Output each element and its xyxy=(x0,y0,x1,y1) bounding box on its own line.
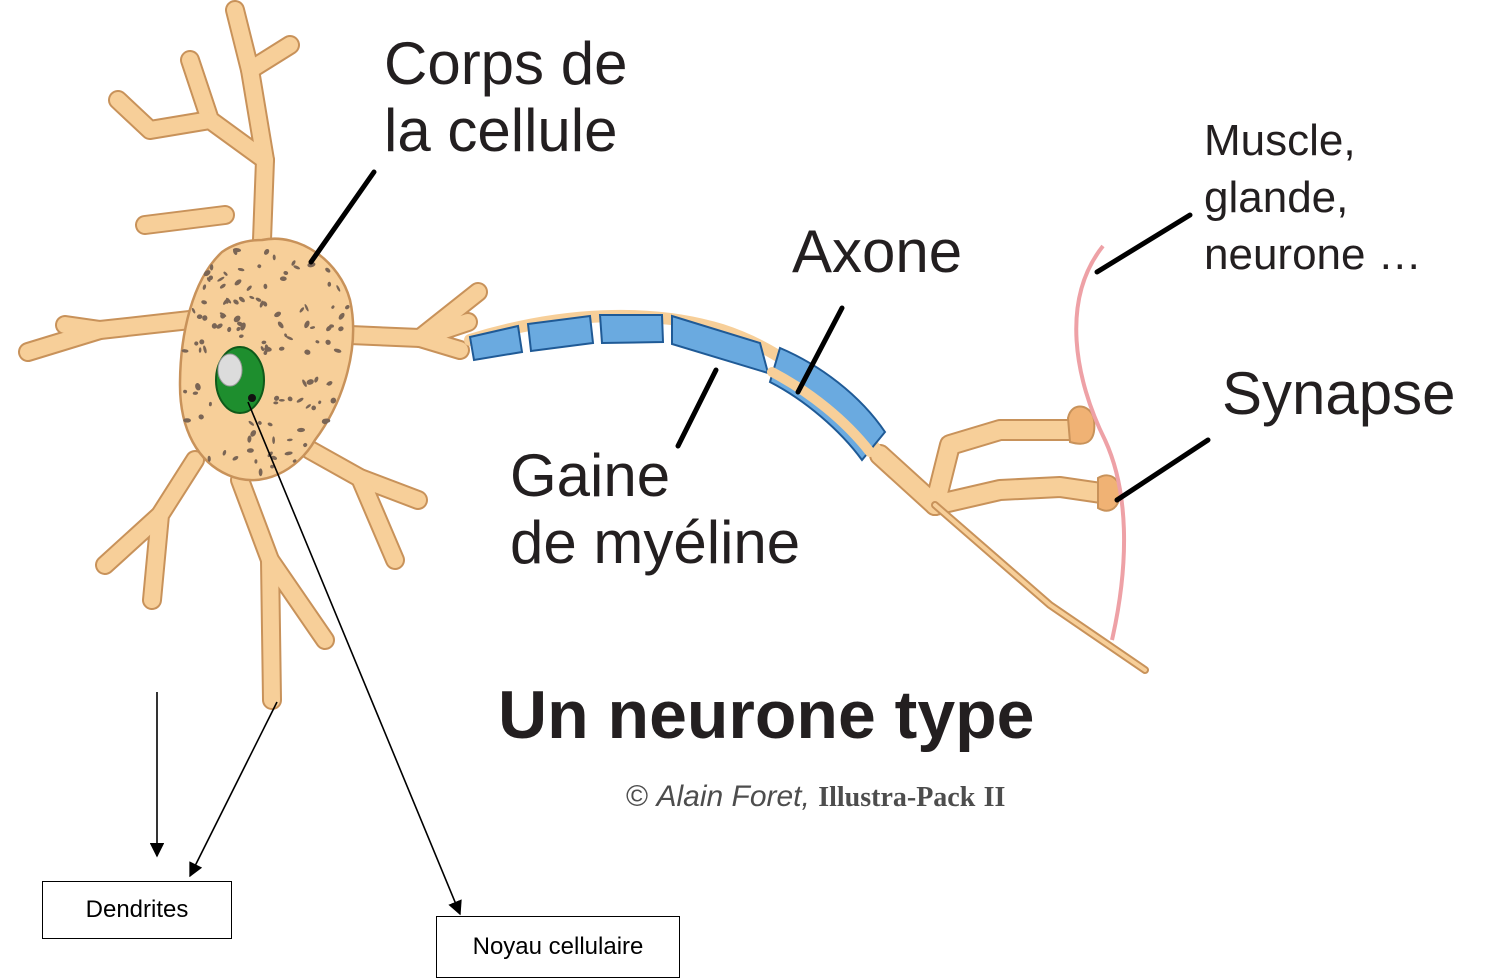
myelin-label-line-1: Gaine xyxy=(510,442,800,509)
credit-pack: Illustra-Pack xyxy=(818,782,975,813)
myelin-sheath xyxy=(470,315,885,460)
credit-author: Alain Foret, xyxy=(656,780,809,813)
cell-body-label: Corps de la cellule xyxy=(384,30,627,164)
nucleolus xyxy=(218,354,242,386)
annotation-arrows xyxy=(157,402,460,914)
dendrites-annotation-text: Dendrites xyxy=(86,896,189,924)
axon-label: Axone xyxy=(792,218,962,285)
dendrites-annotation-box: Dendrites xyxy=(42,881,232,939)
diagram-title: Un neurone type xyxy=(498,676,1035,754)
target-label: Muscle, glande, neurone … xyxy=(1204,112,1422,284)
myelin-label-line-2: de myéline xyxy=(510,509,800,576)
myelin-label: Gaine de myéline xyxy=(510,442,800,576)
axon-terminals xyxy=(880,430,1145,670)
credit-pack-numeral: II xyxy=(984,782,1006,813)
cell-body-label-line-2: la cellule xyxy=(384,97,627,164)
target-label-line-2: glande, xyxy=(1204,169,1422,226)
synapse-label: Synapse xyxy=(1222,360,1456,427)
nucleus-dot xyxy=(248,394,256,402)
cell-body-label-line-1: Corps de xyxy=(384,30,627,97)
granule xyxy=(279,399,285,402)
granule xyxy=(259,468,263,476)
target-label-line-1: Muscle, xyxy=(1204,112,1422,169)
copyright-symbol: © xyxy=(626,780,648,813)
credit-line: © Alain Foret, Illustra-Pack II xyxy=(626,780,1005,814)
nucleus-annotation-text: Noyau cellulaire xyxy=(473,933,644,961)
target-label-line-3: neurone … xyxy=(1204,226,1422,283)
